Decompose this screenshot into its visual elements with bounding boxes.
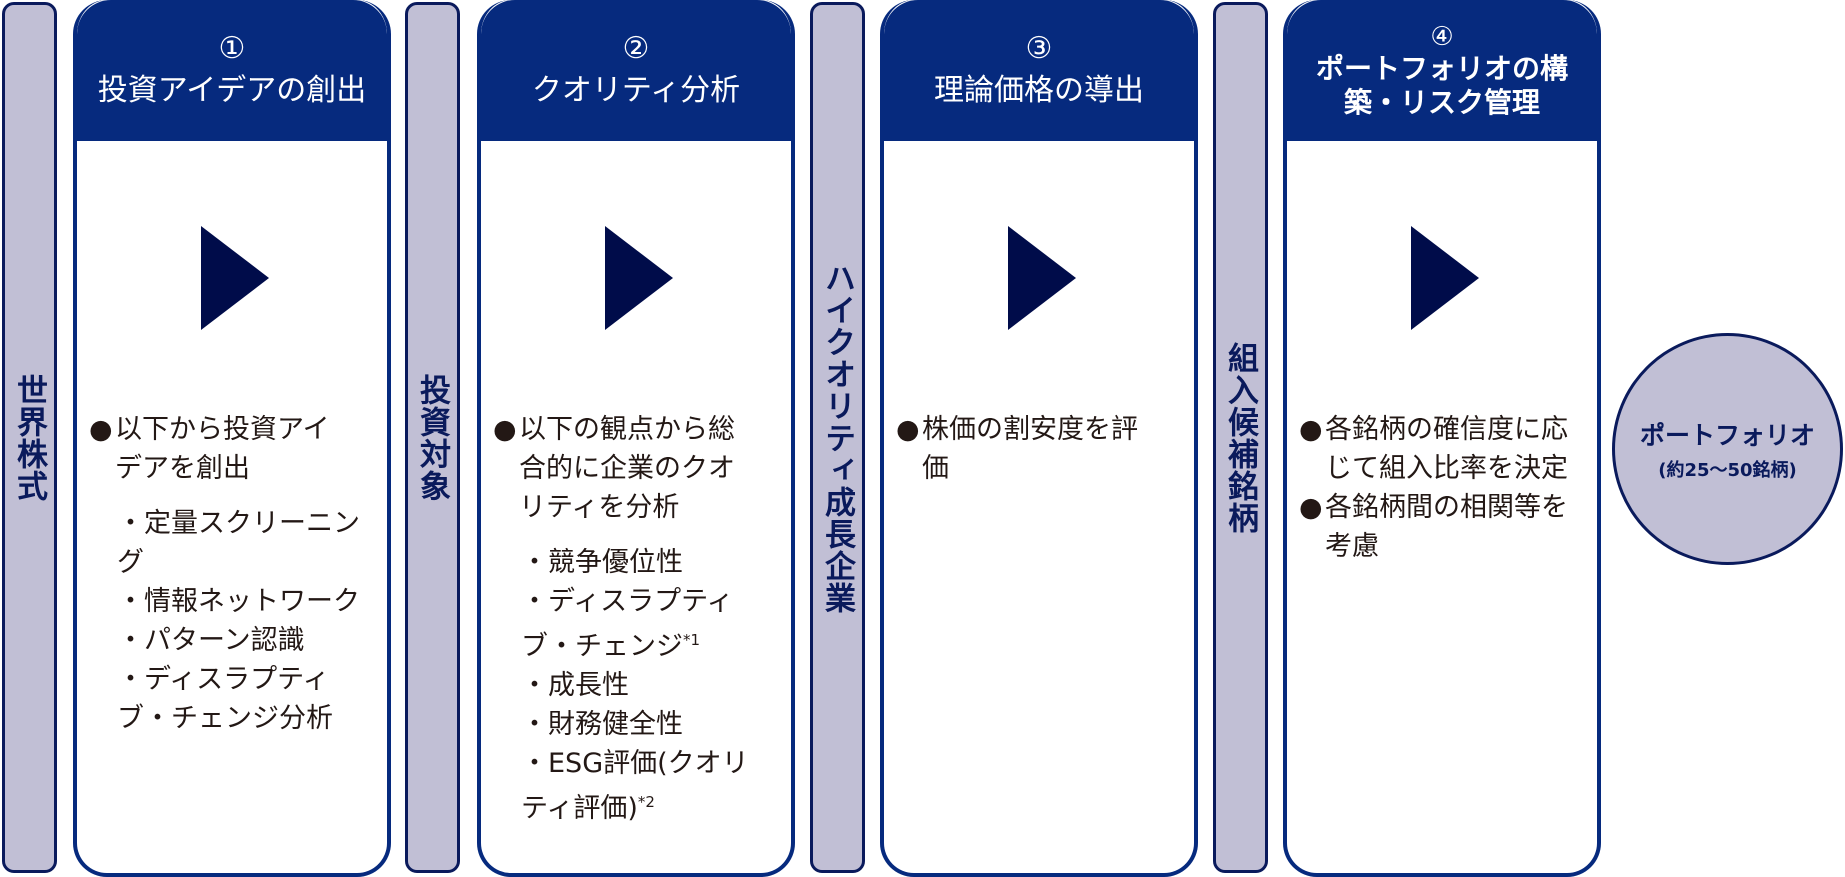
stage-bar-world-equities: 世界株式	[2, 2, 57, 873]
step-body: ●以下から投資アイデアを創出 ・定量スクリーニング ・情報ネットワーク ・パター…	[89, 410, 379, 738]
bullet-item: ●各銘柄の確信度に応じて組入比率を決定	[1299, 410, 1589, 488]
bullet-icon: ●	[89, 414, 113, 445]
stage-bar-candidates: 組入候補銘柄	[1213, 2, 1268, 873]
right-arrow-icon	[201, 226, 269, 330]
sub-text: ・財務健全性	[521, 709, 683, 740]
portfolio-title: ポートフォリオ	[1639, 421, 1815, 450]
step-card-1: ① 投資アイデアの創出 ●以下から投資アイデアを創出 ・定量スクリーニング ・情…	[73, 0, 391, 877]
stage-label: ハイクオリティ成長企業	[819, 261, 855, 614]
step-title: ポートフォリオの構築・リスク管理	[1315, 51, 1568, 119]
sub-item: ・パターン認識	[117, 625, 305, 656]
sub-item: ・定量スクリーニング	[117, 508, 360, 578]
bullet-item: ●以下の観点から総合的に企業のクオリティを分析	[493, 410, 783, 527]
step-number: ③	[1025, 30, 1053, 66]
bullet-text: 各銘柄間の相関等を考慮	[1325, 492, 1568, 562]
step-header: ③ 理論価格の導出	[884, 0, 1194, 141]
stage-label: 世界株式	[11, 373, 47, 502]
step-header: ① 投資アイデアの創出	[77, 0, 387, 141]
stage-label: 組入候補銘柄	[1222, 341, 1258, 534]
portfolio-count: (約25〜50銘柄)	[1658, 460, 1797, 481]
bullet-text: 以下から投資アイデアを創出	[115, 414, 330, 484]
stage-bar-investment-universe: 投資対象	[405, 2, 460, 873]
bullet-icon: ●	[896, 414, 920, 445]
sub-item: ・ディスラプティブ・チェンジ*1	[493, 582, 771, 666]
step-body: ●株価の割安度を評価	[896, 410, 1186, 488]
bullet-item: ●株価の割安度を評価	[896, 410, 1186, 488]
right-arrow-icon	[1411, 226, 1479, 330]
step-number: ①	[218, 30, 246, 66]
step-body: ●以下の観点から総合的に企業のクオリティを分析 ・競争優位性 ・ディスラプティブ…	[493, 410, 783, 828]
step-title: クオリティ分析	[531, 72, 741, 108]
step-header: ② クオリティ分析	[481, 0, 791, 141]
sub-item: ・競争優位性	[493, 543, 783, 582]
right-arrow-icon	[1008, 226, 1076, 330]
bullet-text: 以下の観点から総合的に企業のクオリティを分析	[519, 414, 735, 523]
sub-text: ・競争優位性	[521, 547, 683, 578]
sub-text: ・成長性	[521, 670, 629, 701]
bullet-text: 株価の割安度を評価	[922, 414, 1138, 484]
step-body: ●各銘柄の確信度に応じて組入比率を決定 ●各銘柄間の相関等を考慮	[1299, 410, 1589, 566]
stage-label: 投資対象	[414, 373, 450, 502]
stage-bar-high-quality-growth: ハイクオリティ成長企業	[810, 2, 865, 873]
step-title: 理論価格の導出	[934, 72, 1144, 108]
sub-text: ・ディスラプティブ・チェンジ	[521, 586, 734, 662]
sub-item: ・ディスラプティブ・チェンジ分析	[117, 664, 333, 734]
footnote-mark: *1	[683, 631, 701, 649]
bullet-text: 各銘柄の確信度に応じて組入比率を決定	[1325, 414, 1568, 484]
sub-item: ・財務健全性	[493, 705, 783, 744]
bullet-icon: ●	[1299, 492, 1323, 523]
sub-item: ・ESG評価(クオリティ評価)*2	[493, 744, 761, 828]
step-number: ②	[622, 30, 650, 66]
bullet-item: ●各銘柄間の相関等を考慮	[1299, 488, 1589, 566]
sub-item: ・成長性	[493, 666, 783, 705]
step-number: ④	[1430, 21, 1454, 52]
step-card-2: ② クオリティ分析 ●以下の観点から総合的に企業のクオリティを分析 ・競争優位性…	[477, 0, 795, 877]
bullet-item: ●以下から投資アイデアを創出	[89, 410, 379, 488]
step-card-4: ④ ポートフォリオの構築・リスク管理 ●各銘柄の確信度に応じて組入比率を決定 ●…	[1283, 0, 1601, 877]
step-card-3: ③ 理論価格の導出 ●株価の割安度を評価	[880, 0, 1198, 877]
footnote-mark: *2	[637, 793, 655, 811]
sub-item: ・情報ネットワーク	[117, 586, 360, 617]
step-title: 投資アイデアの創出	[97, 72, 367, 108]
bullet-icon: ●	[1299, 414, 1323, 445]
step-header: ④ ポートフォリオの構築・リスク管理	[1287, 0, 1597, 141]
sub-text: ・ESG評価(クオリティ評価)	[521, 748, 749, 824]
bullet-icon: ●	[493, 414, 517, 445]
right-arrow-icon	[605, 226, 673, 330]
portfolio-result: ポートフォリオ (約25〜50銘柄)	[1612, 333, 1843, 565]
